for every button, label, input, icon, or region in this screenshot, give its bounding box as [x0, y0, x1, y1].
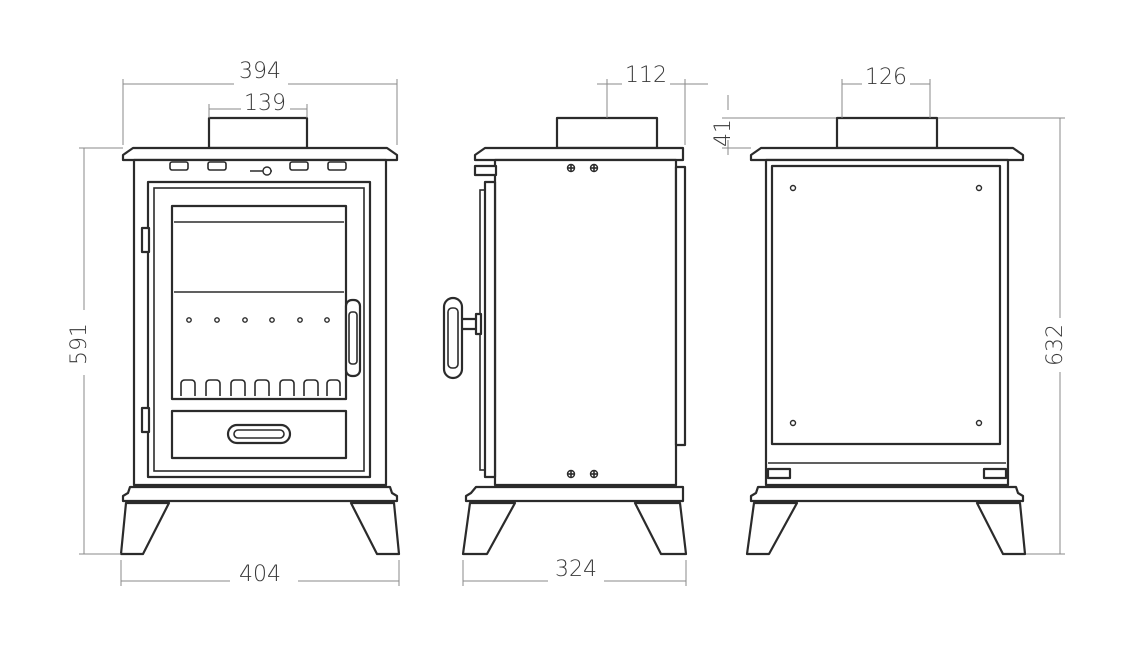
rear-flue-height-label: 41	[711, 119, 736, 147]
air-hole	[242, 317, 248, 323]
rear-plinth	[749, 485, 1025, 503]
door-inner-frame	[153, 187, 365, 472]
dimension-lines	[79, 79, 1065, 586]
side-door-profile	[483, 180, 497, 479]
front-plinth	[121, 485, 399, 503]
fire-grate	[180, 379, 341, 396]
front-vent	[289, 161, 309, 171]
side-top-knob	[473, 164, 498, 177]
rear-top-plate	[749, 146, 1025, 162]
ash-pan-handle-slot	[233, 429, 285, 439]
side-top-plate	[473, 146, 685, 162]
air-hole	[297, 317, 303, 323]
side-view	[442, 116, 688, 556]
rear-foot-tab-left	[766, 467, 792, 480]
air-hole	[214, 317, 220, 323]
front-top-plate	[121, 146, 399, 162]
rear-flue-width-label: 126	[865, 65, 907, 90]
door-hinge	[140, 406, 151, 434]
side-screws	[566, 163, 599, 479]
rear-view	[745, 116, 1027, 556]
front-vent	[169, 161, 189, 171]
ash-pan-handle	[226, 423, 292, 445]
front-vent	[207, 161, 227, 171]
front-view	[119, 116, 401, 556]
side-rear-panel	[674, 165, 687, 447]
side-flue-collar	[555, 116, 659, 150]
air-hole	[186, 317, 192, 323]
side-plinth	[464, 485, 685, 503]
air-hole	[324, 317, 330, 323]
front-top-width-label: 394	[239, 59, 281, 84]
rear-bolt-hole	[789, 184, 797, 192]
side-depth-label: 324	[555, 557, 597, 582]
front-height-label: 591	[67, 323, 92, 365]
door-hinge	[140, 226, 151, 254]
rear-foot-tab-right	[982, 467, 1008, 480]
rear-bolt-hole	[975, 419, 983, 427]
air-control-knob	[262, 166, 272, 176]
rear-bolt-hole	[975, 184, 983, 192]
side-flue-offset-label: 112	[625, 63, 667, 88]
side-body	[493, 158, 678, 487]
front-flue-collar	[207, 116, 309, 150]
door-handle-grip	[348, 311, 358, 365]
front-base-width-label: 404	[239, 562, 281, 587]
side-door-handle	[442, 296, 483, 380]
front-vent	[327, 161, 347, 171]
rear-panel	[770, 164, 1002, 446]
side-leg-front	[461, 501, 517, 556]
side-leg-back	[633, 501, 688, 556]
rear-leg-left	[745, 501, 799, 556]
door-glass	[170, 204, 348, 401]
dimension-labels: 394 139 591 404 112 324 126 41 632	[67, 59, 1068, 587]
front-flue-width-label: 139	[244, 91, 286, 116]
rear-bolt-hole	[789, 419, 797, 427]
rear-height-label: 632	[1043, 324, 1068, 366]
front-leg-left	[119, 501, 171, 556]
rear-leg-right	[975, 501, 1027, 556]
air-hole	[269, 317, 275, 323]
front-leg-right	[349, 501, 401, 556]
rear-flue-collar	[835, 116, 939, 150]
